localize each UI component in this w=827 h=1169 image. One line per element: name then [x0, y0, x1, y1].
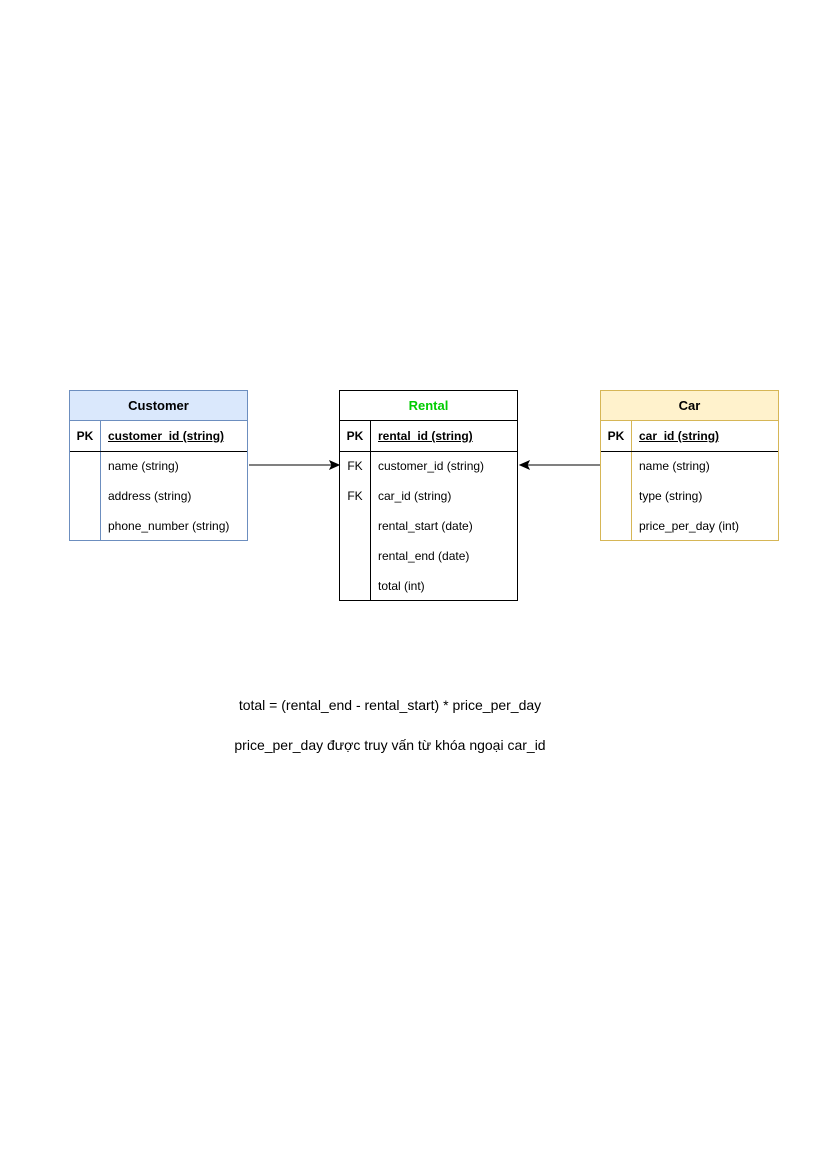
price-source-note: price_per_day được truy vấn từ khóa ngoạ…: [234, 737, 546, 753]
customer-entity[interactable]: Customer PK customer_id (string) name (s…: [69, 390, 248, 541]
car-pk-key: PK: [607, 429, 625, 443]
customer-pk-divider: [70, 451, 247, 452]
car-pk-divider: [601, 451, 778, 452]
customer-row-1-field: address (string): [108, 489, 192, 503]
customer-field-row[interactable]: phone_number (string): [70, 511, 247, 541]
customer-pk-field: customer_id (string): [108, 429, 225, 443]
customer-row-0-field: name (string): [108, 459, 179, 473]
rental-pk-key: PK: [346, 429, 364, 443]
rental-entity[interactable]: Rental PK rental_id (string) FK customer…: [339, 390, 518, 601]
rental-pk-divider: [340, 451, 517, 452]
car-row-0-field: name (string): [639, 459, 710, 473]
rental-field-row[interactable]: rental_start (date): [340, 511, 517, 541]
rental-field-row[interactable]: rental_end (date): [340, 541, 517, 571]
car-entity-title: Car: [601, 391, 778, 421]
rental-row-0-field: customer_id (string): [378, 459, 485, 473]
rental-field-row[interactable]: total (int): [340, 571, 517, 601]
car-key-column-divider: [631, 421, 632, 540]
rental-row-1-key: FK: [347, 489, 363, 503]
rental-field-row[interactable]: FK customer_id (string): [340, 451, 517, 481]
customer-key-column-divider: [100, 421, 101, 540]
customer-rental-arrowhead: [328, 459, 341, 471]
car-pk-row[interactable]: PK car_id (string): [601, 421, 778, 451]
rental-row-4-field: total (int): [378, 579, 425, 593]
rental-row-1-field: car_id (string): [378, 489, 452, 503]
car-field-row[interactable]: name (string): [601, 451, 778, 481]
rental-field-row[interactable]: FK car_id (string): [340, 481, 517, 511]
customer-field-row[interactable]: address (string): [70, 481, 247, 511]
rental-key-column-divider: [370, 421, 371, 600]
car-pk-field: car_id (string): [639, 429, 720, 443]
customer-pk-key: PK: [76, 429, 94, 443]
car-row-2-field: price_per_day (int): [639, 519, 740, 533]
rental-entity-title: Rental: [340, 391, 517, 421]
customer-field-row[interactable]: name (string): [70, 451, 247, 481]
car-entity[interactable]: Car PK car_id (string) name (string) typ…: [600, 390, 779, 541]
car-rental-arrowhead: [518, 459, 531, 471]
customer-pk-row[interactable]: PK customer_id (string): [70, 421, 247, 451]
rental-row-2-field: rental_start (date): [378, 519, 473, 533]
customer-row-2-field: phone_number (string): [108, 519, 230, 533]
car-field-row[interactable]: type (string): [601, 481, 778, 511]
rental-row-0-key: FK: [347, 459, 363, 473]
car-row-1-field: type (string): [639, 489, 703, 503]
rental-row-3-field: rental_end (date): [378, 549, 470, 563]
total-formula-note: total = (rental_end - rental_start) * pr…: [238, 697, 542, 713]
customer-entity-title: Customer: [70, 391, 247, 421]
rental-pk-row[interactable]: PK rental_id (string): [340, 421, 517, 451]
rental-pk-field: rental_id (string): [378, 429, 473, 443]
car-field-row[interactable]: price_per_day (int): [601, 511, 778, 541]
